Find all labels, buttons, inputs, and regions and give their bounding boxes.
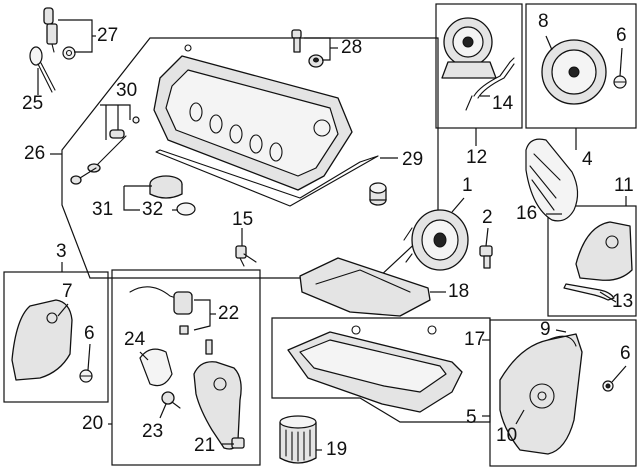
leader-27 — [58, 19, 93, 53]
callout-10: 10 — [496, 425, 517, 446]
cover-bolts-part — [87, 116, 140, 173]
callout-22: 22 — [218, 303, 239, 324]
callout-1: 1 — [462, 175, 473, 196]
seal-ring-part — [62, 46, 76, 60]
callout-15: 15 — [232, 209, 253, 230]
callout-17: 17 — [464, 329, 485, 350]
oil-pan-part — [287, 325, 463, 413]
leader-30 — [100, 104, 131, 120]
position-sensor-part — [235, 245, 257, 267]
leader-22 — [193, 299, 211, 331]
callout-3: 3 — [56, 241, 67, 262]
leader-13 — [599, 291, 617, 303]
pump-gasket-part — [139, 348, 173, 387]
valve-cover-part — [153, 44, 353, 191]
leader-9 — [555, 329, 567, 333]
callout-24: 24 — [124, 329, 146, 350]
callout-5: 5 — [466, 407, 477, 428]
callout-25: 25 — [22, 93, 43, 114]
leader-8 — [545, 35, 553, 51]
grommet-part — [308, 54, 324, 68]
leader-23 — [159, 403, 167, 419]
baffle-plate-details — [315, 269, 411, 293]
callout-31: 31 — [92, 199, 113, 220]
callout-19: 19 — [326, 439, 347, 460]
leader-28 — [304, 37, 331, 61]
balancer-group-frame — [435, 3, 523, 129]
drain-plug-part — [231, 437, 245, 449]
callout-16: 16 — [516, 203, 537, 224]
dipstick-part — [29, 46, 56, 93]
callout-18: 18 — [448, 281, 469, 302]
bolt-part — [291, 29, 302, 53]
pulley-bolt-part — [479, 245, 493, 269]
oil-pressure-switch-part — [179, 325, 213, 355]
oil-baffle-plate-part — [299, 257, 431, 317]
callout-2: 2 — [482, 207, 493, 228]
leader-6b — [87, 343, 91, 371]
callout-21: 21 — [194, 435, 215, 456]
timing-belt-teeth — [529, 153, 561, 211]
callout-8: 8 — [538, 11, 549, 32]
sensor-part — [43, 7, 58, 53]
leader-7 — [57, 303, 69, 317]
timing-cover-back-part — [575, 221, 633, 281]
valve-cover-gasket-part — [155, 149, 379, 207]
callout-32: 32 — [142, 199, 163, 220]
oil-pan-group-frame — [271, 317, 491, 423]
callout-6c: 6 — [620, 343, 631, 364]
callout-labels: 27 25 28 30 26 31 32 29 14 12 8 6 4 1 2 … — [22, 11, 634, 460]
tensioner-clip-part — [613, 75, 627, 89]
leader-6a — [619, 47, 623, 77]
callout-7: 7 — [62, 281, 73, 302]
callout-9: 9 — [540, 319, 551, 340]
stud-bolt-part — [70, 167, 97, 185]
oil-filler-cap-part — [149, 175, 183, 199]
oil-cap-seal-part — [176, 202, 196, 216]
leader-31 — [123, 186, 140, 211]
callout-6b: 6 — [84, 323, 95, 344]
cover-clip-right-part — [602, 380, 614, 392]
callout-11: 11 — [614, 175, 634, 196]
callout-29: 29 — [402, 149, 423, 170]
leader-lines — [37, 19, 627, 451]
leader-6c — [611, 365, 627, 383]
plug-seal-part — [369, 182, 387, 206]
timing-cover-left-frame — [3, 271, 109, 403]
callout-28: 28 — [341, 37, 362, 58]
leader-24 — [139, 351, 149, 361]
oil-pump-group-frame — [111, 269, 261, 466]
timing-cover-lower-part — [499, 333, 583, 455]
timing-cover-upper-part — [11, 299, 73, 381]
cover-clip-left-part — [79, 369, 93, 383]
callout-30: 30 — [116, 80, 137, 101]
strainer-part — [161, 391, 181, 409]
callout-13: 13 — [612, 291, 633, 312]
callout-27: 27 — [97, 25, 118, 46]
callout-6a: 6 — [616, 25, 627, 46]
parts — [11, 7, 633, 464]
leader-2 — [485, 227, 489, 247]
callout-23: 23 — [142, 421, 163, 442]
oil-filter-part — [279, 415, 317, 464]
group-frames — [3, 3, 637, 467]
tensioner-group-frame — [525, 3, 637, 129]
timing-cover-right-frame — [547, 205, 637, 317]
leader-10 — [515, 409, 525, 425]
callout-26: 26 — [24, 143, 45, 164]
timing-belt-cover-frame — [489, 319, 637, 467]
cover-seal-strip-part — [563, 283, 615, 301]
dipstick-tube-part — [465, 57, 515, 111]
callout-4: 4 — [582, 149, 593, 170]
balancer-pulley-part — [441, 17, 497, 79]
callout-12: 12 — [466, 147, 487, 168]
leader-1 — [451, 197, 465, 213]
crankshaft-pulley-part — [403, 209, 469, 271]
tensioner-assembly-part — [541, 39, 607, 105]
oil-level-sensor-part — [129, 286, 193, 315]
callout-20: 20 — [82, 413, 103, 434]
callout-14: 14 — [492, 93, 514, 114]
valve-cover-group-frame — [61, 37, 439, 279]
